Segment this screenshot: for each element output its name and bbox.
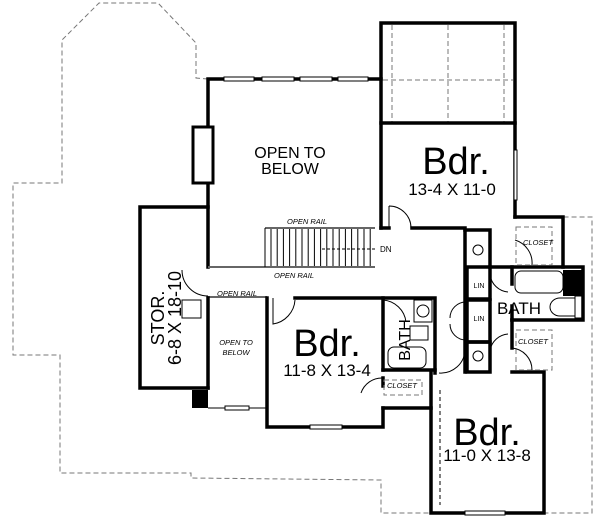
open-rail-label: OPEN RAIL [274,271,314,280]
upper-deck [379,21,517,125]
closet-label: CLOSET [523,238,554,247]
room-label: BATH [397,319,414,360]
vanity-linen: LIN LIN [449,228,492,374]
chimney [191,125,215,185]
room-label: STOR. [148,291,168,346]
room-label: Bdr. [453,412,521,454]
closet-upper-right: CLOSET [513,215,565,269]
room-size: 11-8 X 13-4 [283,361,371,380]
room-label: OPEN TO [254,145,325,162]
closet-middle: CLOSET [360,377,433,410]
room-label: BELOW [261,161,320,178]
closet-lower-right: CLOSET [510,318,553,371]
closet-label: CLOSET [518,337,549,346]
closet-label: CLOSET [387,381,418,390]
room-label: OPEN TO [219,338,253,347]
room-label: BELOW [222,348,250,357]
linen-label: LIN [474,283,485,290]
staircase: DN OPEN RAIL OPEN RAIL [208,217,392,280]
room-label: Bdr. [422,141,490,183]
bedroom-top-right: Bdr. 13-4 X 11-0 [379,121,518,374]
lower-floor-outline [12,2,593,514]
open-to-below-room: OPEN TO BELOW [191,76,383,269]
bedroom-middle: Bdr. 11-8 X 13-4 [265,296,437,430]
room-size: 6-8 X 18-10 [165,271,185,365]
open-rail-label: OPEN RAIL [217,289,257,298]
bath-small: BATH [381,299,437,372]
bath-right: BATH [488,265,585,322]
bedroom-bottom-right: Bdr. 11-0 X 13-8 [429,349,546,516]
room-label: Bdr. [293,323,361,365]
room-size: 13-4 X 11-0 [408,180,496,199]
stair-down-label: DN [380,245,392,254]
storage-room: STOR. 6-8 X 18-10 [138,205,210,408]
room-size: 11-0 X 13-8 [443,446,531,465]
open-to-below-small: OPEN RAIL OPEN TO BELOW [206,289,267,411]
open-rail-label: OPEN RAIL [287,217,327,226]
room-label: BATH [497,299,541,318]
linen-label: LIN [474,316,485,323]
